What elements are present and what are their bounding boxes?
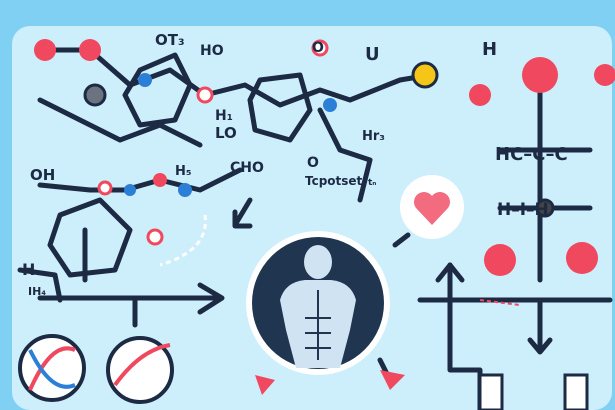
svg-text:H–I–H: H–I–H [497, 200, 549, 220]
svg-text:LO: LO [215, 124, 237, 142]
svg-text:Hr₃: Hr₃ [362, 129, 385, 144]
svg-text:O: O [312, 40, 324, 56]
dna-icon [18, 334, 174, 404]
svg-text:Tcpotset: Tcpotset [305, 174, 363, 188]
flask-icon [478, 373, 589, 410]
svg-text:OT₃: OT₃ [155, 31, 185, 49]
svg-text:U: U [365, 44, 380, 65]
svg-text:H: H [22, 260, 35, 279]
svg-text:IH₄: IH₄ [28, 285, 46, 298]
svg-text:CHO: CHO [230, 160, 264, 176]
heart-icon [413, 191, 450, 225]
svg-text:HO: HO [200, 43, 224, 59]
atoms [34, 39, 615, 276]
svg-text:HC–C–C: HC–C–C [495, 144, 568, 165]
arrows-red [255, 370, 405, 395]
svg-text:H: H [482, 39, 497, 60]
svg-text:tₙ: tₙ [368, 178, 376, 188]
svg-text:OH: OH [30, 166, 55, 184]
svg-text:O: O [307, 155, 319, 171]
svg-text:H₅: H₅ [175, 164, 192, 179]
bonds [17, 47, 613, 410]
text-labels: OT₃ HO O U H H₁ LO Hr₃ OH H₅ CHO O Tcpot… [22, 31, 568, 298]
svg-text:H₁: H₁ [215, 108, 233, 124]
